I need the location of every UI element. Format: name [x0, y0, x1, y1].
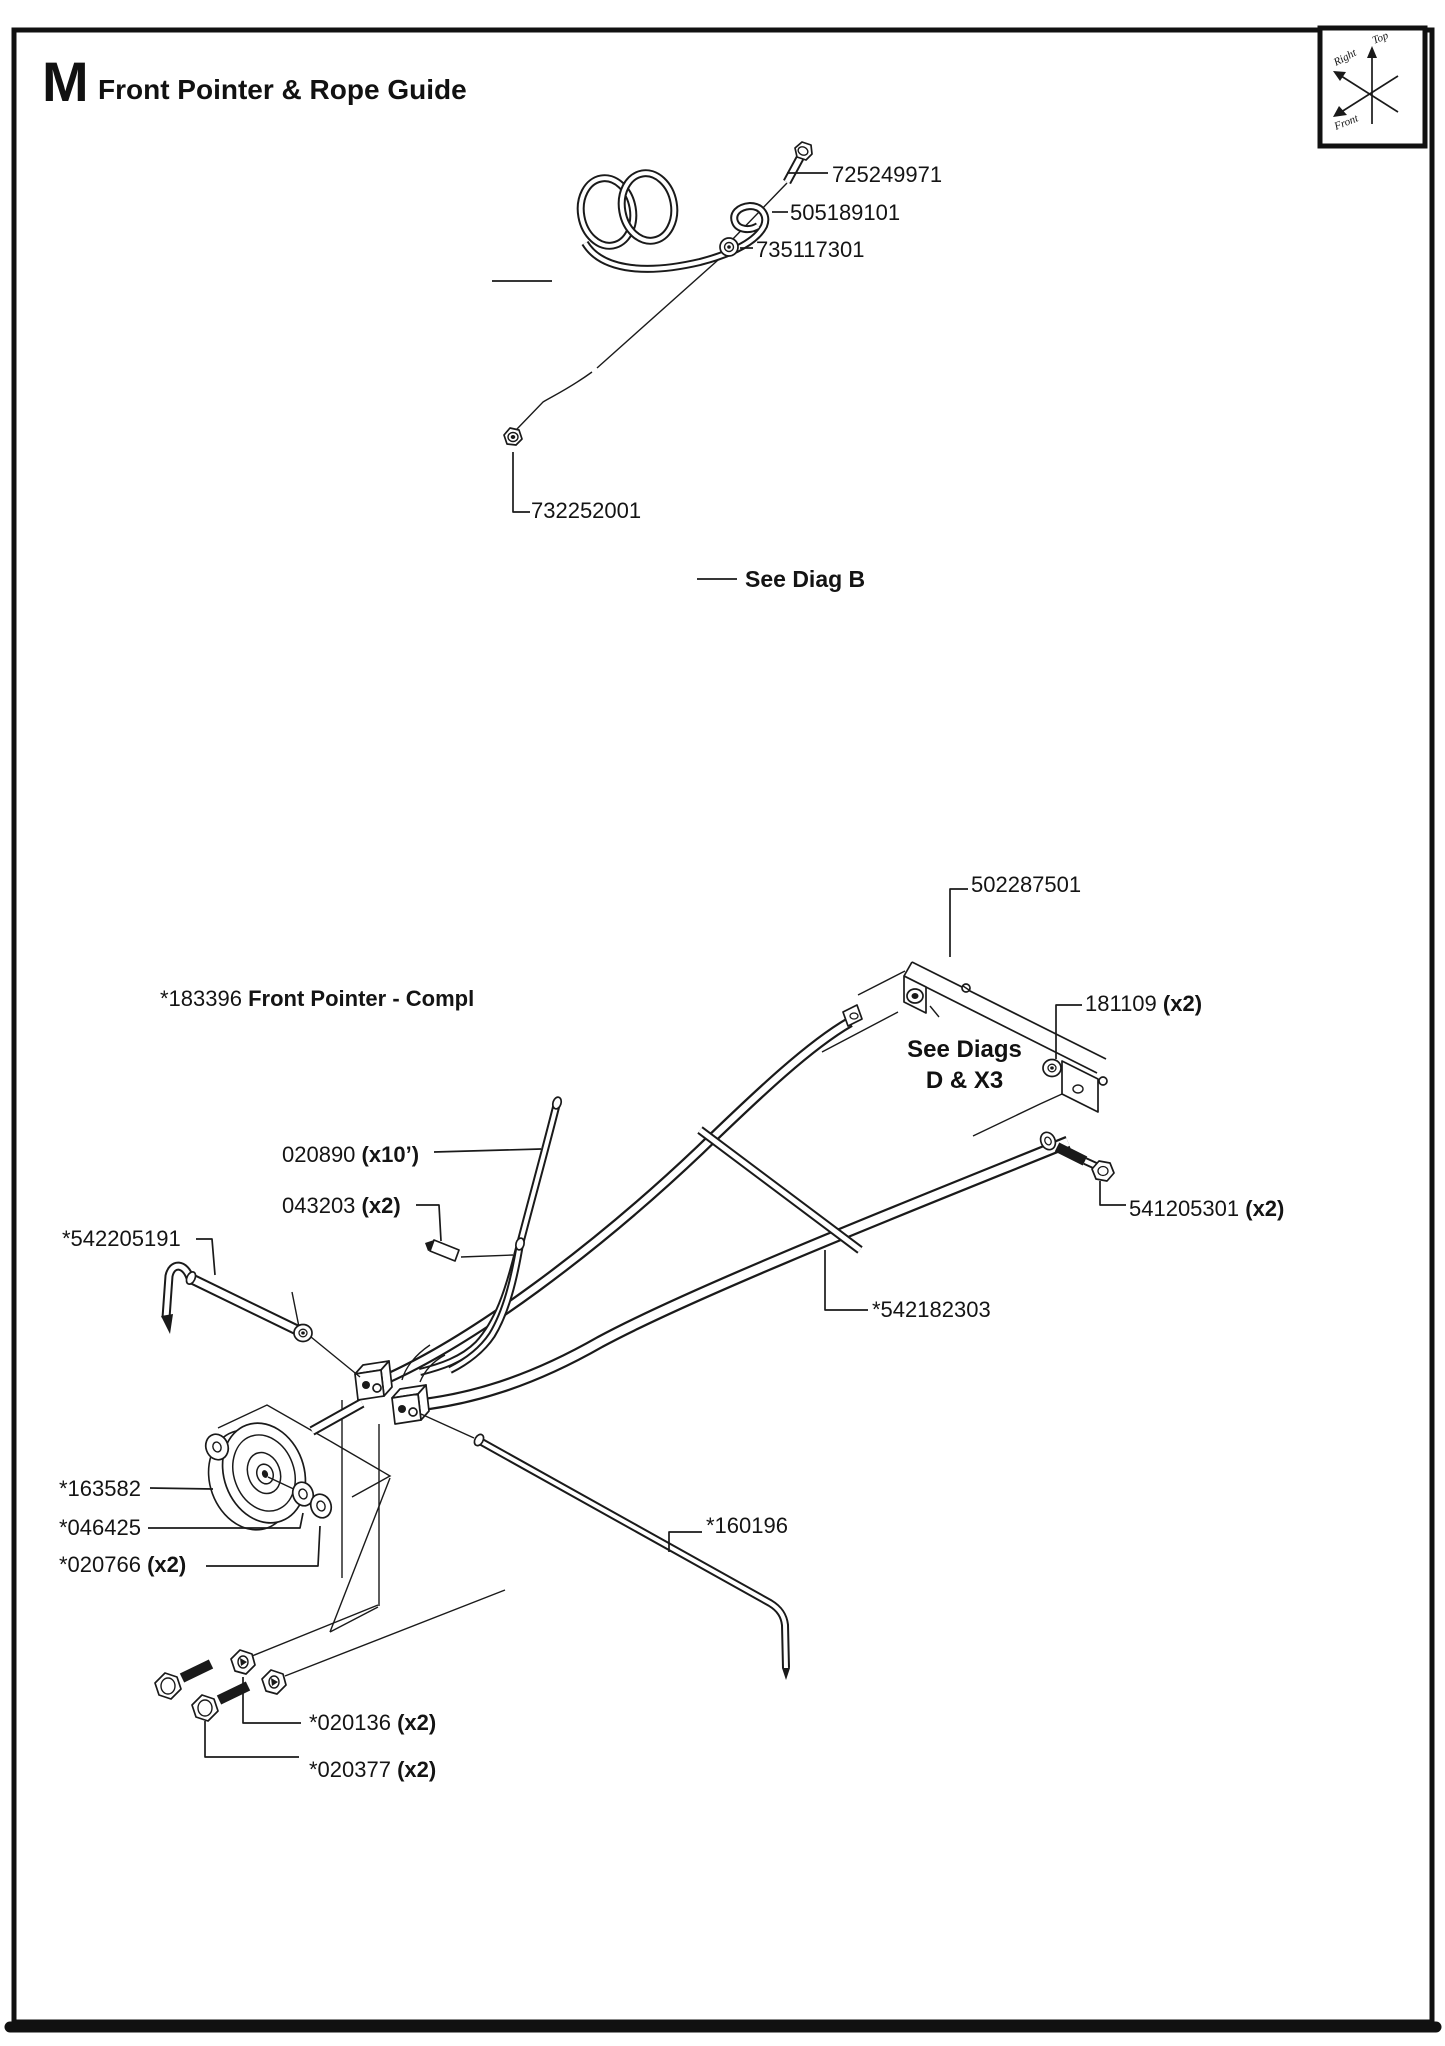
part-label-732252001: 732252001 — [531, 498, 642, 523]
part-label-502287501: 502287501 — [971, 872, 1082, 897]
part-label-020890: 020890 (x10’) — [282, 1142, 420, 1167]
part-label-046425: *046425 — [59, 1515, 141, 1540]
washer-icon — [309, 1493, 333, 1519]
bolt-icon — [1039, 1131, 1115, 1182]
frame-tubes — [309, 1004, 1071, 1436]
rope-guide-drawing — [492, 141, 828, 580]
pointer-rod — [161, 1261, 361, 1378]
part-label-542182303: *542182303 — [872, 1297, 991, 1322]
part-label-542205191: *542205191 — [62, 1226, 181, 1251]
leader-lines-lower — [148, 888, 1126, 1758]
front-pointer-drawing — [148, 888, 1126, 1758]
bracket-window-outline — [821, 970, 1063, 1137]
part-label-160196: *160196 — [706, 1513, 788, 1538]
clamp-blocks — [354, 1360, 430, 1425]
part-label-541205301: 541205301 (x2) — [1129, 1196, 1285, 1221]
part-label-020377: *020377 (x2) — [309, 1757, 437, 1782]
axis-label-top: Top — [1371, 29, 1391, 46]
washer-icon — [204, 1433, 230, 1461]
bolt-head-icon — [191, 1694, 219, 1722]
part-label-505189101: 505189101 — [790, 200, 901, 225]
part-label-725249971: 725249971 — [832, 162, 943, 187]
section-letter: M — [42, 50, 89, 113]
bolt-head-icon — [154, 1672, 182, 1700]
rope-pulley — [204, 1422, 333, 1531]
leader-lines-top — [512, 172, 828, 580]
page-border — [4, 27, 1442, 2033]
orientation-cube: Top Right Front — [1317, 25, 1428, 149]
nut-icon — [719, 237, 739, 257]
rod-line — [728, 182, 788, 244]
part-label-163582: *163582 — [59, 1476, 141, 1501]
rope-ferrule — [425, 1239, 514, 1262]
part-label-735117301: 735117301 — [756, 237, 865, 262]
part-label-181109: 181109 (x2) — [1085, 991, 1203, 1016]
bolt-icon — [783, 141, 813, 185]
washer-icon — [291, 1481, 315, 1507]
part-label-183396: *183396 Front Pointer - Compl — [160, 986, 475, 1011]
see-diags-note: See Diags D & X3 — [907, 1036, 1022, 1094]
top-axis-arrow-icon — [1367, 46, 1377, 58]
pointer-bracket — [903, 961, 1108, 1113]
part-label-043203: 043203 (x2) — [282, 1193, 401, 1218]
mounting-bolts — [154, 1589, 506, 1722]
part-label-020136: *020136 (x2) — [309, 1710, 437, 1735]
part-label-020766: *020766 (x2) — [59, 1552, 187, 1577]
rope-tube — [401, 1096, 563, 1383]
nut-icon — [503, 427, 523, 446]
right-axis-arrow-icon — [1333, 71, 1346, 81]
pointer-rod-long — [420, 1413, 790, 1680]
front-axis-arrow-icon — [1333, 106, 1347, 117]
see-diag-b-note: See Diag B — [745, 566, 866, 592]
mounting-plate-outline — [217, 1400, 392, 1633]
page-title: Front Pointer & Rope Guide — [98, 74, 467, 105]
rope-guide-coil — [576, 169, 770, 273]
